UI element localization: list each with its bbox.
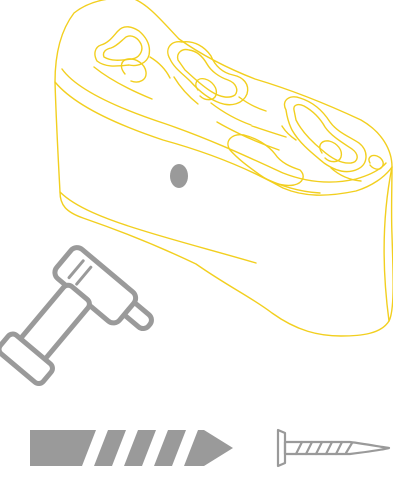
screw-thread-2	[306, 442, 312, 454]
boss-right-small	[369, 155, 383, 169]
rib-10	[239, 97, 266, 111]
drill-hole-icon	[170, 164, 188, 188]
power-drill-icon	[0, 244, 159, 415]
rib-2	[150, 57, 170, 78]
rib-8	[174, 77, 198, 104]
screw-thread-4	[326, 442, 332, 454]
boss-left	[121, 59, 146, 82]
screw-thread-3	[316, 442, 322, 454]
screw-icon	[278, 430, 389, 466]
cavity-right	[284, 97, 366, 172]
housing-right-side	[384, 167, 392, 321]
rib-4	[252, 126, 286, 137]
screw-thread-1	[296, 442, 302, 454]
cavity-lower	[228, 135, 303, 186]
screw-thread-6	[346, 443, 352, 453]
screw-thread-5	[336, 442, 342, 454]
housing-rim-curve	[55, 82, 392, 195]
